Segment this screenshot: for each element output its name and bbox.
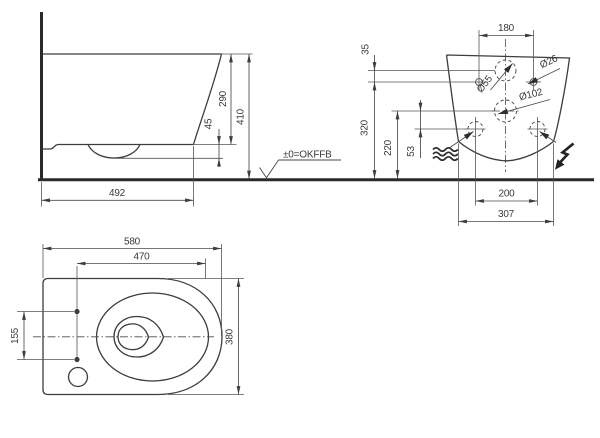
dia-102: Ø102 [518,87,544,104]
bowl-outer-contour [113,315,165,358]
dim-220: 220 [383,139,394,156]
dim-307: 307 [498,209,515,220]
leader-outlet [497,99,551,115]
top-fixing-hole-lower [74,356,80,363]
leader-electrical [539,131,557,143]
top-view: 580 470 155 380 [10,237,244,396]
rear-view: 180 35 320 220 53 200 307 Ø55 Ø26 Ø102 [360,23,575,226]
dim-53: 53 [406,146,417,157]
dim-320: 320 [360,119,371,136]
lightning-bolt-icon [555,142,575,170]
top-body-outline [42,277,223,396]
water-supply-icon [432,146,459,162]
dim-410: 410 [236,108,247,125]
floor-level-annotation: ±0=OKFFB [259,150,341,179]
dim-180: 180 [498,23,515,34]
dim-380: 380 [225,328,236,345]
dim-200: 200 [498,189,515,200]
dia-55: Ø55 [475,73,495,95]
rear-body-outline [445,54,571,162]
dim-45: 45 [204,118,215,129]
leader-fixing-hole [527,68,561,85]
dim-290: 290 [218,90,229,107]
dim-35: 35 [361,44,372,55]
level-check-icon [259,159,279,179]
dia-26: Ø26 [538,53,560,71]
trap-arc [87,144,141,159]
top-fixing-hole-upper [74,308,80,315]
dim-155: 155 [10,327,21,344]
pan-front-profile [192,53,223,145]
leader-water [449,131,474,148]
outlet-circle [494,99,517,123]
leader-flush-inlet [490,63,513,91]
dim-470: 470 [133,252,150,263]
dim-492: 492 [109,188,126,199]
bowl-inner-contour [117,323,150,351]
floor-level-label: ±0=OKFFB [283,150,332,161]
pan-wall-step [42,143,59,150]
side-view: 290 410 45 492 [38,12,594,207]
flush-inlet-circle [494,59,517,82]
dim-580: 580 [124,237,141,248]
inlet-circle [67,366,89,388]
